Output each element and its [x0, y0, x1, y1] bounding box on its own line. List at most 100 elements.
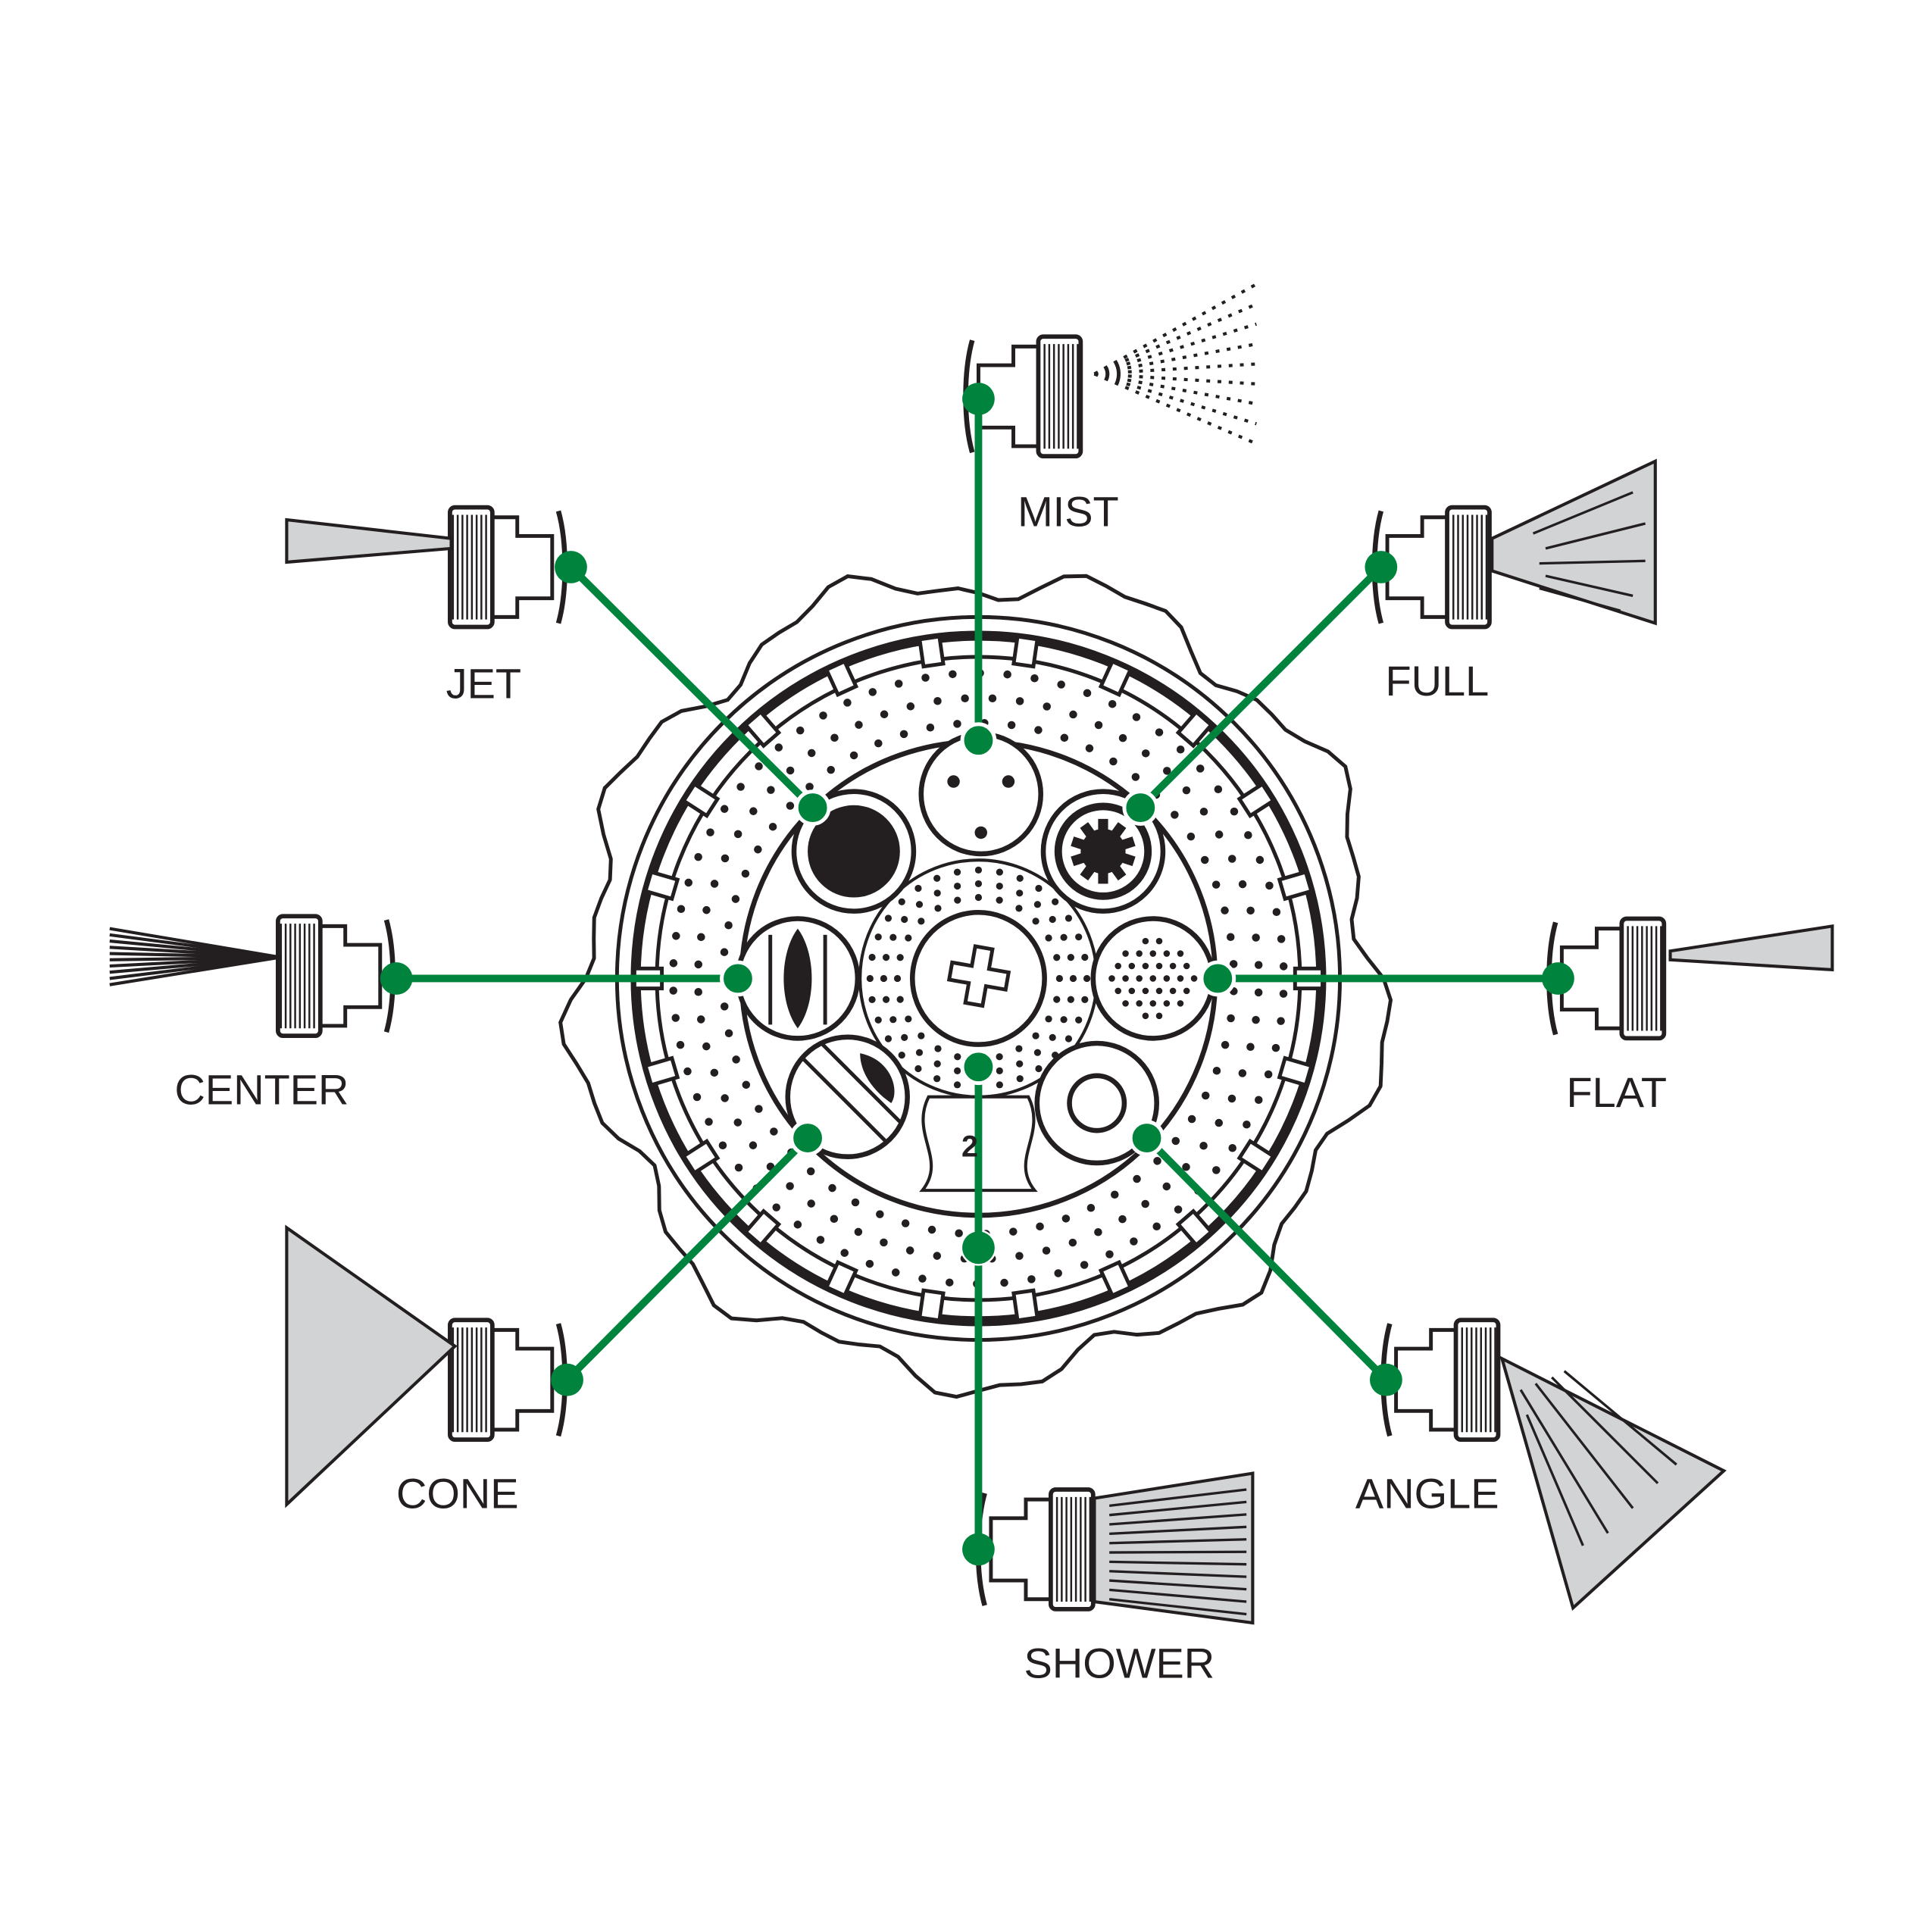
hub-hole	[933, 874, 941, 882]
hub-hole	[934, 905, 942, 912]
spray-hole	[734, 1163, 743, 1172]
hub-hole	[996, 882, 1003, 890]
hub-hole	[905, 1015, 912, 1023]
bezel-notch	[643, 1055, 680, 1088]
mist-spray	[1094, 372, 1257, 406]
hub-hole	[874, 1016, 882, 1024]
spray-hole	[1009, 1227, 1018, 1236]
spray-hole	[672, 932, 680, 940]
spray-hole	[1015, 1252, 1024, 1260]
spray-hole	[1265, 881, 1274, 890]
spray-hole	[793, 1221, 802, 1229]
spray-hole	[741, 869, 750, 878]
spray-hole	[1230, 807, 1239, 816]
spray-hole	[921, 674, 930, 682]
bezel-notch	[742, 709, 782, 749]
bezel-notch	[1236, 1138, 1276, 1176]
spray-hole	[816, 1236, 825, 1244]
flat-hole	[1169, 962, 1177, 970]
spray-hole	[1215, 1118, 1224, 1127]
leader-dot-shower	[960, 1049, 997, 1086]
spray-hole	[796, 726, 805, 735]
spray-hole	[1069, 710, 1077, 719]
label-angle: ANGLE	[1355, 1470, 1499, 1518]
jet-spray	[285, 517, 453, 564]
mist-hole	[947, 775, 960, 788]
bezel-notch	[1277, 1055, 1314, 1088]
cone-slot	[860, 1053, 895, 1103]
spray-hole	[1199, 1141, 1208, 1150]
shower-spray-line	[1109, 1560, 1247, 1566]
flat-hole	[1114, 962, 1121, 970]
spray-hole	[1174, 1205, 1183, 1214]
full-hole	[1080, 829, 1126, 874]
shower-spray-line	[1109, 1538, 1247, 1545]
spray-hole	[669, 986, 677, 995]
spray-hole	[1277, 1017, 1285, 1025]
label-center: CENTER	[175, 1066, 349, 1114]
leader-dot-jet	[794, 789, 831, 826]
center-spray	[109, 955, 281, 986]
spray-hole	[1272, 908, 1281, 917]
spray-hole	[1264, 1070, 1273, 1079]
flat-hole	[1149, 975, 1157, 982]
spray-hole	[1182, 786, 1191, 795]
flat-hole	[1190, 975, 1198, 982]
spray-hole	[806, 1167, 815, 1176]
spray-hole	[721, 854, 730, 863]
hub-hole	[1055, 974, 1063, 983]
shower-spray-line	[1109, 1488, 1247, 1507]
spray-hole	[1027, 1275, 1036, 1283]
hub-hole	[1016, 889, 1024, 897]
shower-spray-line	[1109, 1500, 1247, 1517]
spray-hole	[772, 1203, 780, 1211]
spray-hole	[1238, 1069, 1247, 1077]
hub-hole	[1016, 1075, 1024, 1083]
leader-dot-full	[1122, 789, 1159, 826]
jet-nozzle-icon	[448, 505, 567, 630]
mist-spray	[1093, 302, 1258, 376]
flat-hole	[1142, 937, 1149, 945]
bezel-notch	[1175, 1208, 1215, 1248]
spray-hole	[855, 721, 863, 729]
spray-hole	[851, 1198, 860, 1207]
spray-hole	[774, 743, 783, 752]
leader-dot-flat	[1199, 960, 1236, 997]
spray-hole	[1227, 1014, 1235, 1023]
spray-hole	[705, 1118, 713, 1126]
hub-hole	[884, 1035, 893, 1043]
hub-hole	[996, 896, 1003, 904]
leader-dot-cone	[551, 1363, 583, 1396]
hub-hole	[1049, 915, 1056, 924]
mist-spray	[1093, 372, 1258, 445]
bezel-notch	[824, 1259, 859, 1299]
spray-hole	[1255, 855, 1265, 864]
leader-line-cone	[564, 1135, 811, 1383]
bezel-notch	[1236, 781, 1276, 819]
hub-hole	[896, 996, 904, 1003]
spray-hole	[1086, 1204, 1096, 1212]
spray-hole	[702, 1042, 711, 1051]
flat-hole	[1183, 987, 1190, 995]
spray-hole	[671, 1014, 680, 1022]
leader-lines	[380, 383, 1574, 1566]
spray-hole	[1271, 1043, 1280, 1052]
flat-hole	[1163, 950, 1171, 957]
hub-hole	[915, 1049, 924, 1056]
hub-hole	[1045, 934, 1052, 942]
hub-hole	[1081, 953, 1089, 961]
nozzle-neck	[488, 515, 555, 619]
spray-hole	[1042, 1246, 1051, 1255]
spray-hole	[807, 1199, 815, 1208]
spray-hole	[933, 1252, 942, 1260]
spray-hole	[1007, 721, 1016, 730]
bezel-notch	[1175, 709, 1215, 749]
spray-hole	[1227, 1094, 1236, 1103]
hub-hole	[1069, 974, 1077, 983]
dial-number: 2	[961, 1130, 978, 1164]
leader-dot-jet	[555, 551, 587, 583]
hub-hole	[996, 1067, 1003, 1074]
hub-hole	[954, 896, 961, 904]
cone-line	[821, 1043, 902, 1124]
cone-spray	[285, 1224, 458, 1508]
